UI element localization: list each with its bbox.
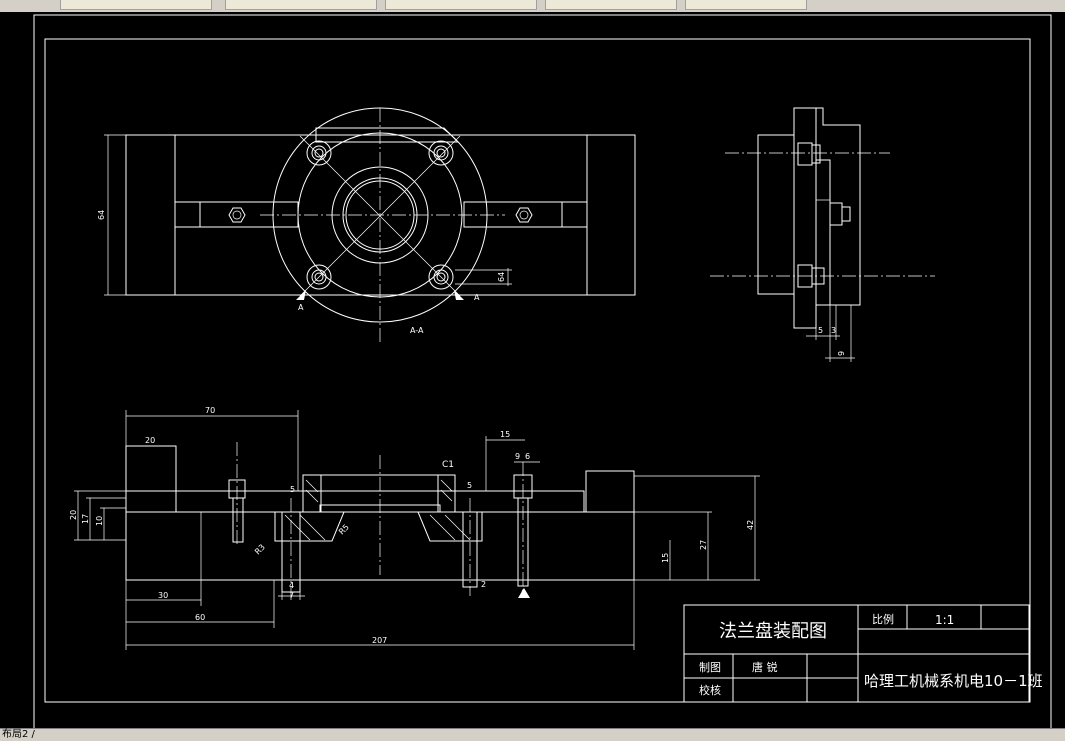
dim-30: 30 — [158, 591, 168, 600]
dim-15: 15 — [500, 430, 510, 439]
side-view — [710, 107, 935, 362]
toolbar-segment[interactable] — [225, 0, 377, 10]
layout-tab-bar: 布局2 / — [0, 728, 1065, 741]
title-block — [683, 604, 1030, 703]
dim-5-a: 5 — [290, 485, 295, 494]
section-arrow-label-bottom: A — [520, 589, 526, 598]
toolbar-segment[interactable] — [385, 0, 537, 10]
dim-70: 70 — [205, 406, 215, 415]
drawn-by-name: 唐 锐 — [752, 660, 778, 674]
dim-17: 17 — [81, 514, 90, 524]
dim-4: 4 — [289, 581, 294, 590]
dim-2: 2 — [481, 580, 486, 589]
cad-drawing: 64 64 A A A-A 5 3 9 — [33, 14, 1052, 728]
inner-frame — [44, 38, 1031, 703]
toolbar-segment[interactable] — [685, 0, 807, 10]
dim-15-vertical: 15 — [661, 553, 670, 563]
top-view — [104, 107, 636, 345]
dim-9-side: 9 — [837, 351, 846, 356]
section-arrow-label-left: A — [298, 303, 304, 312]
dim-9-front: 9 — [515, 452, 520, 461]
drawn-by-label: 制图 — [699, 661, 721, 674]
dim-207: 207 — [372, 636, 387, 645]
dim-27: 27 — [699, 540, 708, 550]
scale-label: 比例 — [872, 612, 894, 626]
chamfer-c1: C1 — [442, 460, 454, 470]
section-view-label: A-A — [410, 326, 424, 335]
checked-by-label: 校核 — [699, 683, 721, 697]
scale-value: 1:1 — [935, 613, 954, 627]
dim-64-horizontal: 64 — [497, 272, 506, 282]
school-class: 哈理工机械系机电10－1班 — [864, 672, 1043, 690]
dim-20-vertical: 20 — [69, 510, 78, 520]
dim-5-b: 5 — [467, 481, 472, 490]
dim-7: 7 — [289, 591, 294, 600]
dim-20-top: 20 — [145, 436, 155, 445]
dim-10: 10 — [95, 516, 104, 526]
dim-6-front: 6 — [525, 452, 530, 461]
toolbar-segment[interactable] — [60, 0, 212, 10]
dim-3-side: 3 — [831, 326, 836, 335]
dim-64-vertical: 64 — [97, 210, 106, 220]
toolbar-segment[interactable] — [545, 0, 677, 10]
drawing-canvas[interactable]: 64 64 A A A-A 5 3 9 — [0, 12, 1065, 728]
layout-tab[interactable]: 布局2 / — [2, 729, 35, 740]
section-arrow-label-right: A — [474, 293, 480, 302]
dim-60: 60 — [195, 613, 205, 622]
drawing-title: 法兰盘装配图 — [719, 621, 827, 642]
front-section-view — [74, 410, 760, 650]
radius-r3: R3 — [253, 543, 267, 557]
outer-frame — [33, 14, 1052, 728]
dim-5-side: 5 — [818, 326, 823, 335]
dim-42: 42 — [746, 520, 755, 530]
